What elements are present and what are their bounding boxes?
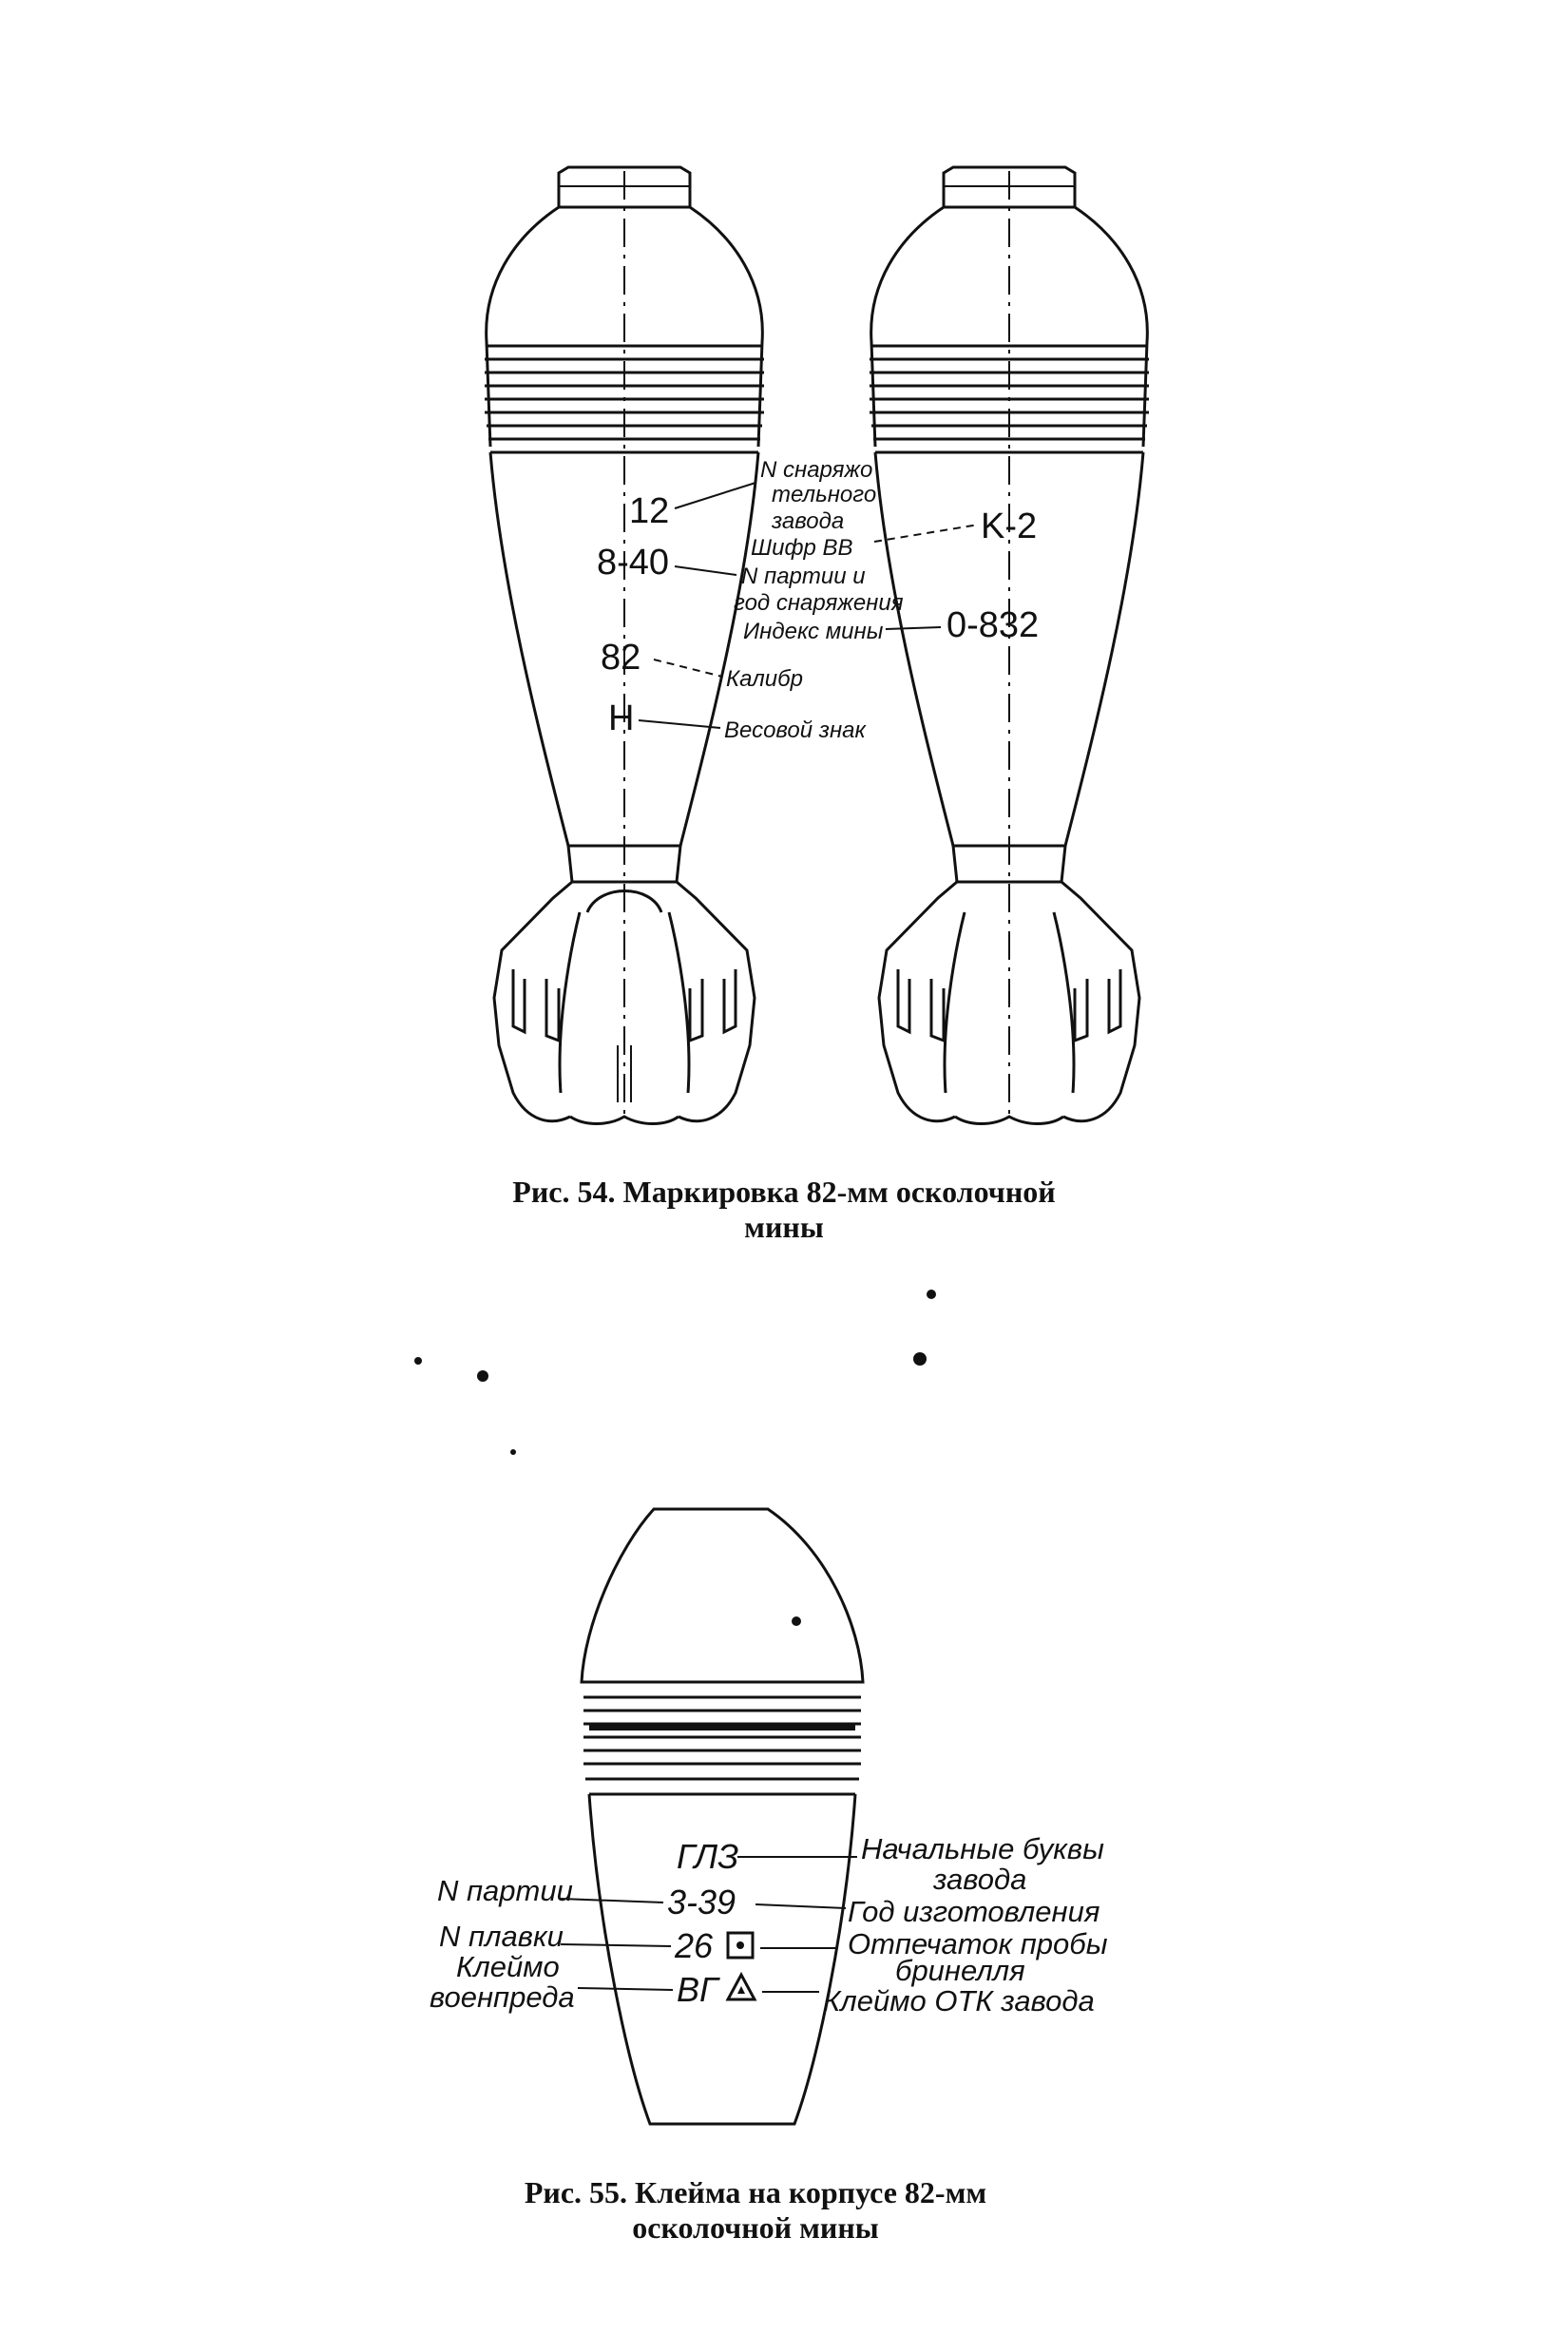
label-explosive-code: Шифр ВВ	[751, 535, 853, 561]
marking-right-code: K-2	[981, 507, 1037, 546]
marking-fig55-plant: ГЛЗ	[677, 1837, 738, 1876]
label-brinell-line1: Отпечаток пробы	[848, 1927, 1108, 1960]
scan-speck	[792, 1616, 801, 1626]
leader-lines-fig55	[560, 1856, 857, 1993]
label-lot-number: N партии	[437, 1874, 573, 1907]
label-lot-line1: N партии и	[741, 564, 866, 589]
marking-left-weight: H	[608, 698, 634, 738]
label-year: Год изготовления	[848, 1895, 1100, 1928]
label-caliber: Калибр	[726, 666, 803, 692]
label-plant-line2: тельного	[772, 482, 876, 507]
label-brinell-line2: бринелля	[895, 1954, 1025, 1987]
marking-fig55-stamp: ВГ	[677, 1970, 720, 2009]
label-initials-line1: Начальные буквы	[861, 1832, 1104, 1865]
label-plant-line3: завода	[771, 508, 844, 534]
marking-left-lot: 8-40	[597, 543, 669, 583]
mine-left	[485, 165, 764, 1125]
caption-fig54-line2: мины	[744, 1210, 824, 1244]
mine-body-fig55	[580, 1507, 865, 2126]
marking-fig55-lot: 3-39	[667, 1883, 736, 1922]
mine-right	[870, 165, 1149, 1125]
label-melt-number: N плавки	[439, 1920, 564, 1953]
label-mine-index: Индекс мины	[743, 619, 884, 644]
brinell-square-icon	[726, 1931, 755, 1960]
label-stamp-line2: военпреда	[430, 1980, 575, 2014]
caption-fig54-line1: Рис. 54. Маркировка 82-мм осколочной	[512, 1175, 1055, 1209]
marking-left-caliber: 82	[601, 638, 641, 678]
marking-left-plant: 12	[629, 491, 669, 531]
scan-specks	[414, 1290, 936, 1455]
label-stamp-line1: Клеймо	[456, 1950, 560, 1983]
label-weight-sign: Весовой знак	[724, 717, 868, 743]
marking-fig55-melt: 26	[674, 1926, 714, 1965]
caption-fig55-line1: Рис. 55. Клейма на корпусе 82-мм	[525, 2175, 986, 2209]
leader-lines-fig54	[638, 482, 980, 729]
label-lot-line2: год снаряжения	[734, 590, 904, 616]
label-initials-line2: завода	[932, 1863, 1026, 1896]
otk-triangle-icon	[725, 1971, 757, 2001]
marking-right-index: 0-832	[947, 605, 1039, 645]
label-plant-line1: N снаряжо	[760, 457, 872, 483]
caption-fig55-line2: осколочной мины	[632, 2210, 879, 2245]
label-otk: Клеймо ОТК завода	[823, 1984, 1095, 2017]
